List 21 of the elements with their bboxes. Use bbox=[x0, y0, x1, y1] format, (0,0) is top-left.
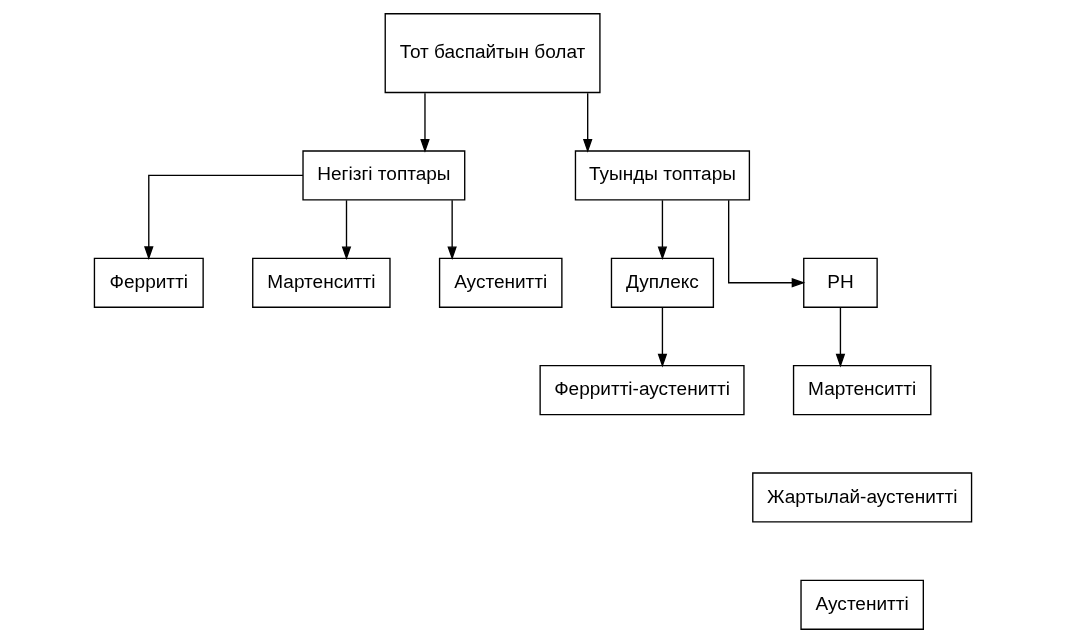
node-box: Аустенитті bbox=[438, 257, 563, 308]
node-box: PH bbox=[802, 257, 878, 308]
node-box: Жартылай-аустенитті bbox=[751, 472, 972, 523]
arrow bbox=[657, 199, 667, 261]
node-box: Ферритті-аустенитті bbox=[538, 365, 745, 416]
arrow bbox=[835, 307, 845, 368]
node-box: Туынды топтары bbox=[574, 150, 750, 201]
arrow bbox=[446, 199, 457, 261]
arrow bbox=[419, 92, 430, 153]
arrow bbox=[341, 199, 351, 261]
node-box: Мартенситті bbox=[792, 365, 931, 416]
node-box: Дуплекс bbox=[610, 257, 714, 308]
arrow bbox=[657, 307, 667, 368]
node-box: Негізгі топтары bbox=[301, 150, 465, 201]
arrow bbox=[143, 174, 304, 260]
node-box: Аустенитті bbox=[799, 579, 924, 630]
node-box: Ферритті bbox=[93, 257, 204, 308]
node-box: Мартенситті bbox=[251, 257, 391, 308]
node-box: Тот баспайтын болат bbox=[384, 13, 601, 94]
arrow bbox=[727, 199, 805, 288]
arrow bbox=[582, 92, 592, 153]
